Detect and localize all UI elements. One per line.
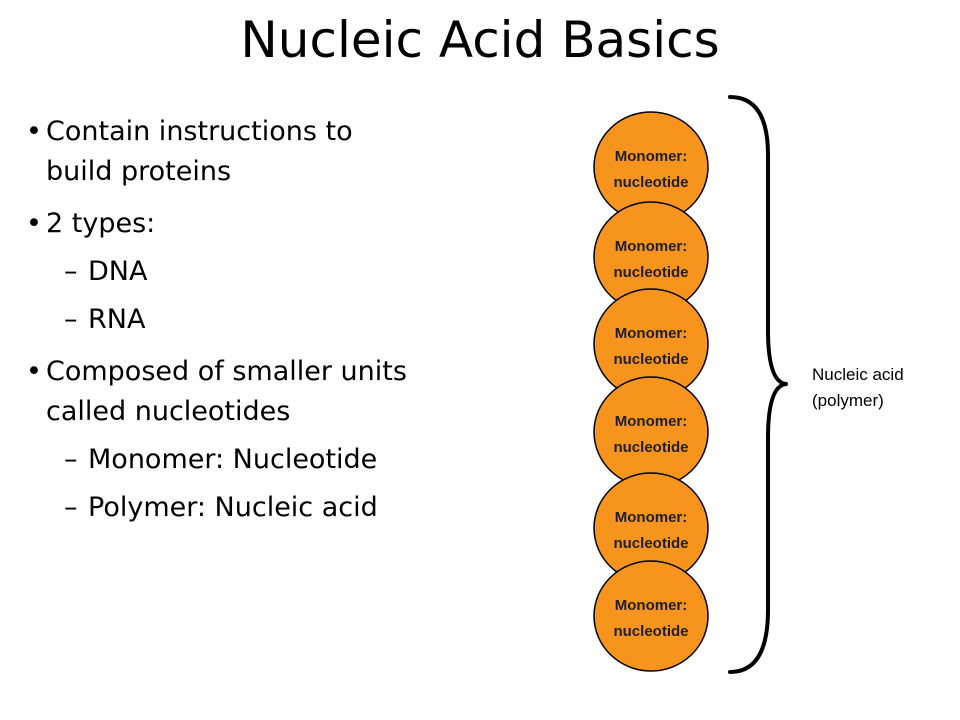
nucleotide-label-line2: nucleotide: [613, 535, 688, 552]
sub-bullet-polymer: – Polymer: Nucleic acid: [28, 488, 408, 528]
polymer-label-line2: (polymer): [812, 391, 884, 410]
nucleotide-label-line1: Monomer:: [615, 325, 688, 342]
bullet-two-types: 2 types:: [26, 204, 408, 244]
nucleotide-node: Monomer: nucleotide: [593, 560, 709, 672]
polymer-label-line1: Nucleic acid: [812, 365, 904, 384]
nucleotide-node: Monomer: nucleotide: [593, 472, 709, 584]
bullet-composed: Composed of smaller units called nucleot…: [26, 352, 408, 432]
sub-bullet-rna-text: RNA: [88, 304, 146, 335]
sub-bullet-monomer: – Monomer: Nucleotide: [28, 440, 408, 480]
sub-bullet-dna: – DNA: [28, 252, 408, 292]
nucleotide-circle: [593, 560, 709, 672]
nucleotide-label-line1: Monomer:: [615, 597, 688, 614]
nucleotide-node: Monomer: nucleotide: [593, 376, 709, 488]
nucleotide-node: Monomer: nucleotide: [593, 111, 709, 223]
nucleotide-node: Monomer: nucleotide: [593, 201, 709, 313]
sub-bullet-dna-text: DNA: [88, 256, 148, 287]
nucleotide-nodes: Monomer:nucleotideMonomer:nucleotideMono…: [593, 111, 709, 672]
sub-bullet-polymer-text: Polymer: Nucleic acid: [88, 492, 378, 523]
bullet-instructions: Contain instructions to build proteins: [26, 112, 408, 192]
nucleotide-label-line1: Monomer:: [615, 238, 688, 255]
nucleotide-label-line2: nucleotide: [613, 623, 688, 640]
nucleotide-label-line2: nucleotide: [613, 264, 688, 281]
nucleotide-label-line2: nucleotide: [613, 174, 688, 191]
slide-title: Nucleic Acid Basics: [240, 11, 720, 69]
nucleotide-label-line1: Monomer:: [615, 509, 688, 526]
nucleotide-label-line1: Monomer:: [615, 148, 688, 165]
sub-bullet-monomer-text: Monomer: Nucleotide: [88, 444, 378, 475]
nucleotide-label-line2: nucleotide: [613, 439, 688, 456]
polymer-label: Nucleic acid (polymer): [812, 362, 904, 414]
dash-marker: –: [64, 304, 78, 335]
curly-brace: [728, 95, 788, 674]
sub-bullet-rna: – RNA: [28, 300, 408, 340]
bullet-list: Contain instructions to build proteins 2…: [26, 112, 408, 528]
dash-marker: –: [64, 444, 78, 475]
dash-marker: –: [64, 256, 78, 287]
dash-marker: –: [64, 492, 78, 523]
nucleotide-label-line2: nucleotide: [613, 351, 688, 368]
nucleotide-label-line1: Monomer:: [615, 413, 688, 430]
nucleotide-node: Monomer: nucleotide: [593, 288, 709, 400]
nucleotide-circle: [593, 376, 709, 488]
